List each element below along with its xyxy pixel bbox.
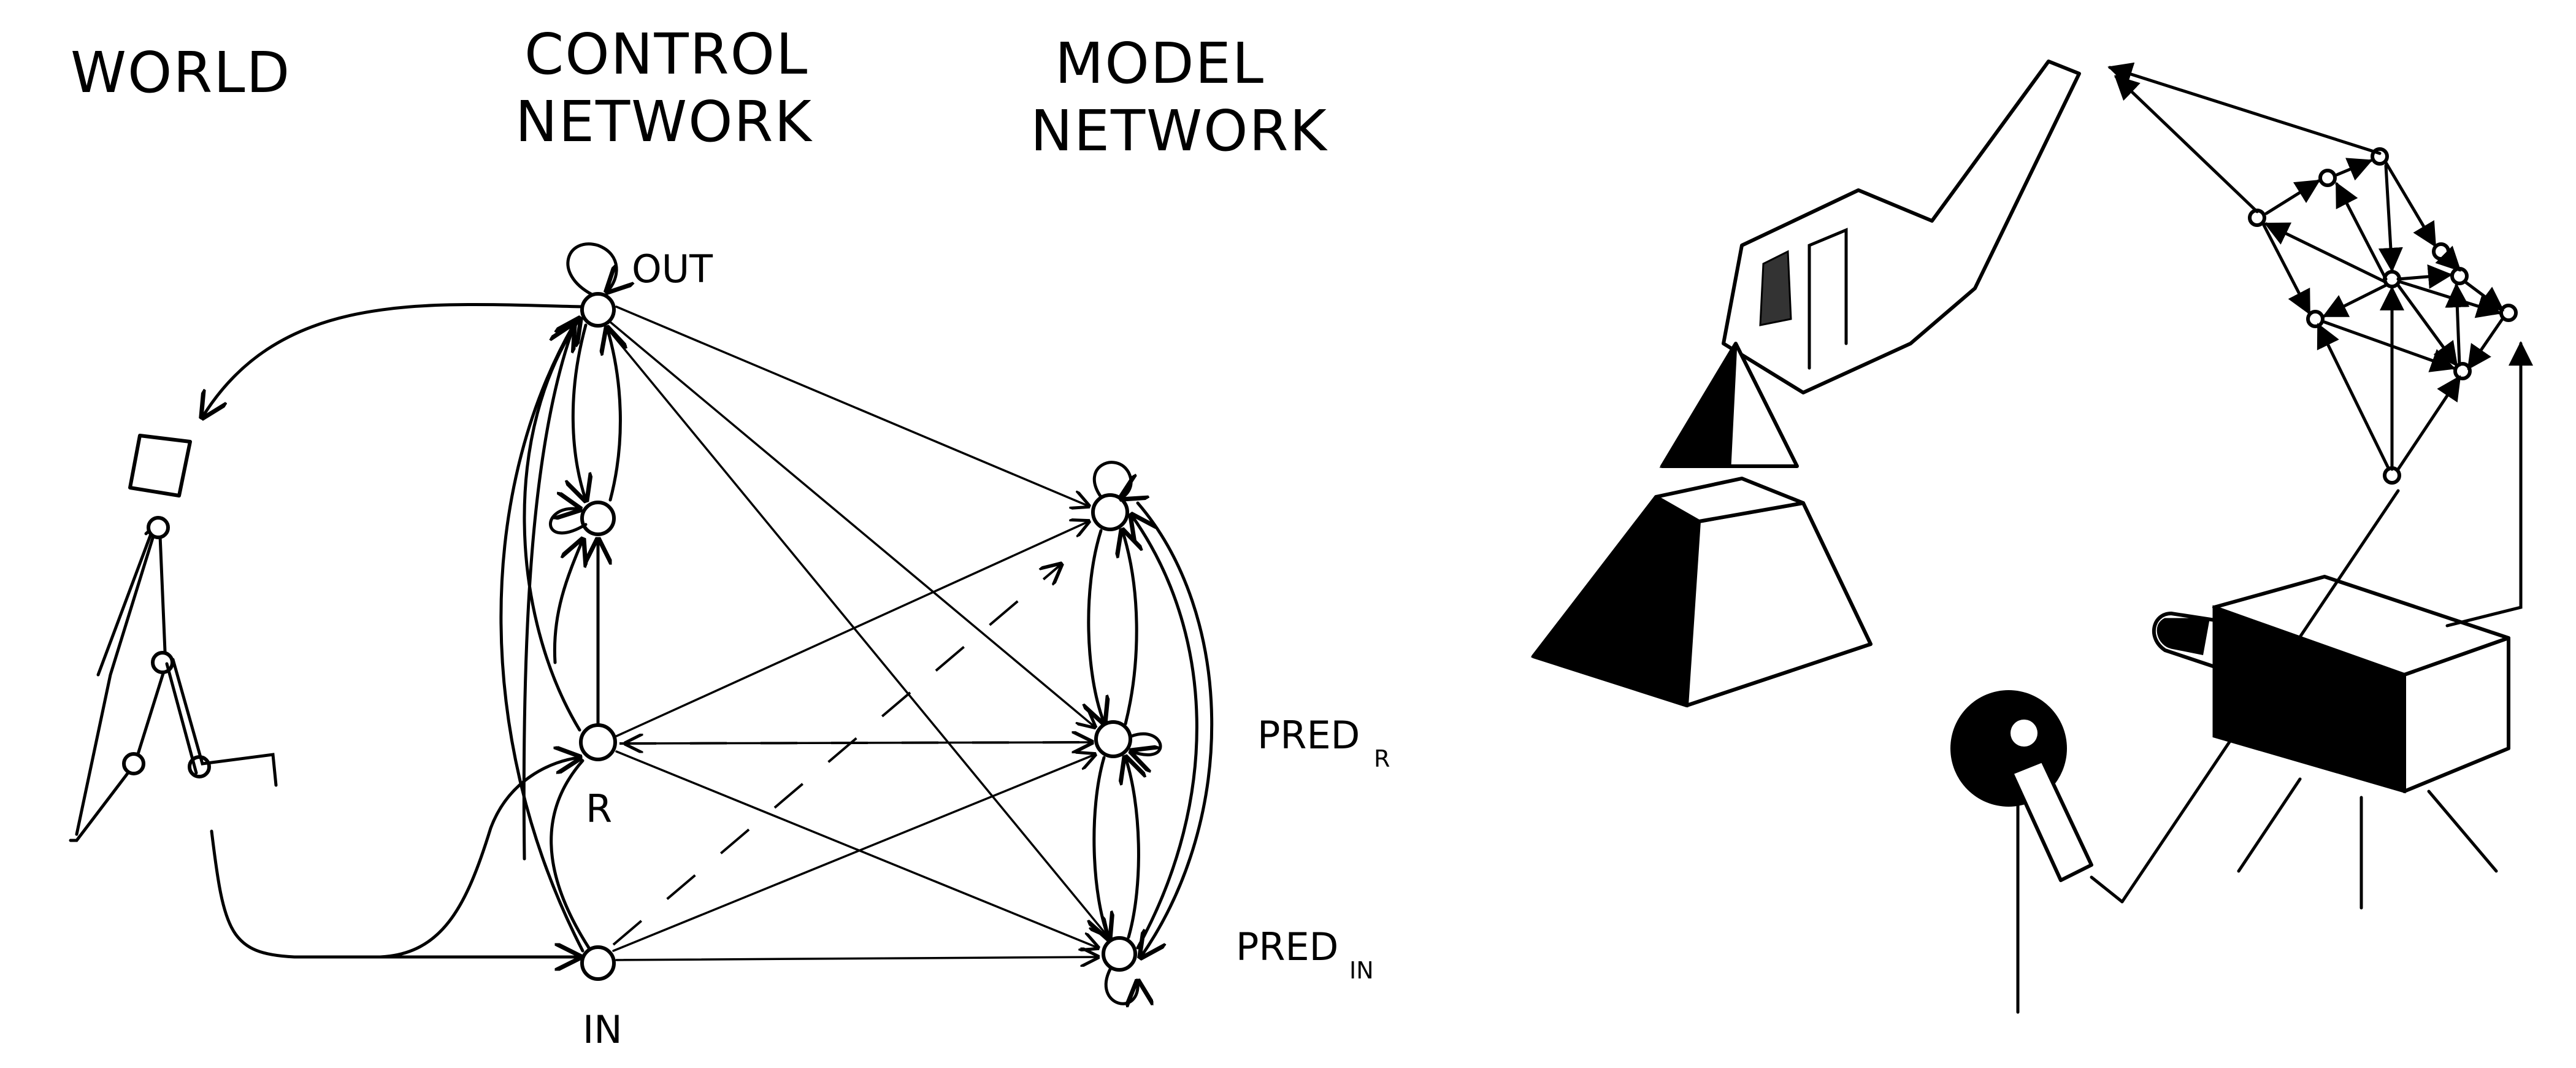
- robot-arm: [1722, 60, 2081, 394]
- camera: [2152, 575, 2510, 910]
- model-node-pred-in: [1102, 936, 1137, 972]
- robot-camera-illustration: [1503, 0, 2576, 1068]
- pred-r-label: PRED: [1257, 713, 1360, 758]
- control-node-out: [580, 292, 616, 328]
- world-label: WORLD: [71, 40, 291, 106]
- control-node-in-label: IN: [583, 1007, 623, 1052]
- agent-stick-figure: [69, 434, 278, 842]
- world-to-in-arrow: [210, 829, 580, 957]
- sensor-wire: [2120, 489, 2400, 904]
- pyramid-objects: [1530, 342, 1873, 708]
- model-network-label-line2: NETWORK: [1030, 98, 1328, 164]
- neural-network: [2107, 62, 2518, 485]
- model-node-pred-r: [1094, 720, 1132, 758]
- network-sketch: WORLD CONTROL NETWORK MODEL NETWORK OUT: [69, 21, 1390, 1052]
- control-node-r-label: R: [586, 786, 612, 831]
- pred-in-subscript: IN: [1349, 957, 1374, 984]
- robot-scene: [1530, 60, 2533, 1014]
- pred-r-subscript: R: [1374, 745, 1390, 772]
- control-node-in: [580, 945, 616, 981]
- control-network-label-line1: CONTROL: [524, 21, 808, 87]
- control-node-hidden: [580, 501, 616, 536]
- world-to-r-arrow: [378, 758, 580, 959]
- ball-sensor: [1950, 690, 2124, 1014]
- control-node-r: [579, 723, 617, 761]
- pred-in-label: PRED: [1236, 924, 1338, 969]
- control-node-out-label: OUT: [632, 247, 713, 291]
- model-network-label-line1: MODEL: [1055, 31, 1265, 96]
- camera-wire: [2445, 341, 2533, 628]
- out-to-world-arrow: [202, 302, 585, 417]
- control-model-network-diagram: WORLD CONTROL NETWORK MODEL NETWORK OUT: [69, 21, 1390, 1052]
- model-node-top: [1091, 493, 1129, 531]
- control-network-label-line2: NETWORK: [515, 89, 813, 155]
